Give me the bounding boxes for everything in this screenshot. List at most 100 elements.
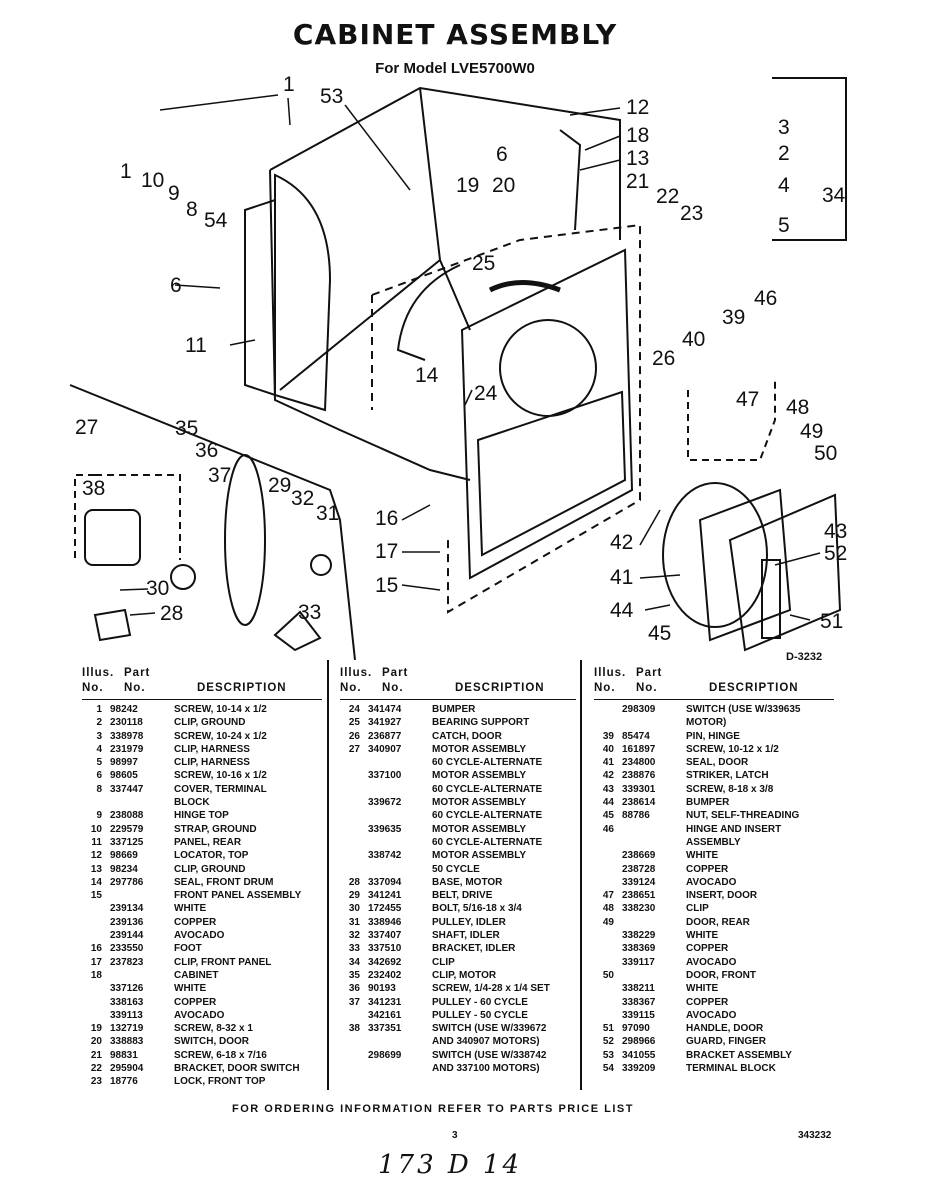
illus-number: 51 [602, 1023, 614, 1035]
svg-text:2: 2 [778, 142, 790, 165]
part-description: SCREW, 6-18 x 7/16 [174, 1049, 267, 1061]
part-number: 98605 [110, 770, 138, 782]
table-row: BLOCK [82, 796, 322, 809]
illus-number: 45 [602, 810, 614, 822]
illus-number: 4 [96, 743, 102, 755]
front-door [728, 493, 842, 652]
handwritten-note: 173 D 14 [378, 1150, 523, 1180]
svg-text:17: 17 [375, 540, 398, 563]
header-illus: Illus. [594, 667, 627, 679]
part-number: 238651 [622, 890, 656, 902]
part-number: 337126 [110, 983, 144, 995]
part-number: 341474 [368, 704, 402, 715]
part-number: 232402 [368, 969, 402, 981]
part-number: 90193 [368, 983, 396, 995]
model-subtitle: For Model LVE5700W0 [375, 60, 535, 77]
part-number: 340907 [368, 743, 402, 755]
part-number: 339209 [622, 1063, 656, 1075]
illus-number: 14 [90, 876, 102, 888]
svg-text:40: 40 [682, 328, 705, 351]
part-number: 97090 [622, 1023, 650, 1035]
part-number: 238669 [622, 850, 656, 862]
part-description: COPPER [686, 943, 729, 955]
header-part: Part [124, 667, 151, 679]
part-description: FOOT [174, 943, 202, 955]
illus-number: 47 [602, 890, 614, 902]
part-description: CATCH, DOOR [432, 730, 502, 742]
illus-number: 43 [602, 783, 614, 795]
illus-number: 53 [602, 1049, 614, 1061]
part-description: WHITE [686, 983, 719, 995]
illus-number: 35 [348, 969, 360, 981]
illus-number: 46 [602, 823, 614, 835]
header-part: Part [636, 667, 663, 679]
part-number: 239136 [110, 916, 144, 928]
illus-number: 27 [348, 743, 360, 755]
svg-text:21: 21 [626, 170, 649, 193]
illus-number: 22 [90, 1063, 102, 1075]
illus-number: 28 [348, 876, 360, 888]
header-part: Part [382, 667, 409, 679]
illus-number: 38 [348, 1023, 360, 1035]
part-description: COPPER [174, 916, 217, 928]
svg-text:49: 49 [800, 420, 823, 443]
part-number: 337125 [110, 836, 144, 848]
door-opening [499, 319, 597, 417]
svg-text:15: 15 [375, 574, 398, 597]
part-description: COPPER [174, 996, 217, 1008]
cabinet-side-rail [559, 129, 582, 231]
part-description: CLIP, GROUND [174, 717, 246, 729]
svg-text:37: 37 [208, 464, 231, 487]
part-description: MOTOR ASSEMBLY [432, 850, 527, 862]
part-number: 98997 [110, 757, 138, 769]
svg-text:46: 46 [754, 287, 777, 310]
part-description: PULLEY, IDLER [432, 916, 506, 928]
part-description: MOTOR ASSEMBLY [432, 770, 527, 782]
part-description: COVER, TERMINAL [174, 783, 267, 795]
part-number: 85474 [622, 730, 650, 742]
svg-text:27: 27 [75, 416, 98, 439]
part-number: 338230 [622, 903, 656, 915]
part-description: SCREW, 8-32 x 1 [174, 1023, 253, 1035]
svg-text:33: 33 [298, 601, 321, 624]
part-number: 298699 [368, 1049, 402, 1061]
part-description: DOOR, FRONT [686, 969, 756, 981]
part-number: 338229 [622, 930, 656, 942]
part-number: 132719 [110, 1023, 144, 1035]
svg-text:25: 25 [472, 252, 495, 275]
svg-text:6: 6 [170, 274, 182, 297]
table-row: 60 CYCLE-ALTERNATE [340, 783, 576, 796]
part-number: 339117 [622, 956, 655, 968]
part-number: 341241 [368, 890, 402, 902]
motor-dashed-box [74, 474, 181, 560]
part-description: LOCATOR, TOP [174, 850, 249, 862]
rear-door [698, 488, 792, 642]
illus-number: 13 [90, 863, 102, 875]
part-description: SWITCH (USE W/339672 [432, 1023, 547, 1035]
part-number: 338211 [622, 983, 655, 995]
part-description: SCREW, 10-12 x 1/2 [686, 743, 779, 755]
